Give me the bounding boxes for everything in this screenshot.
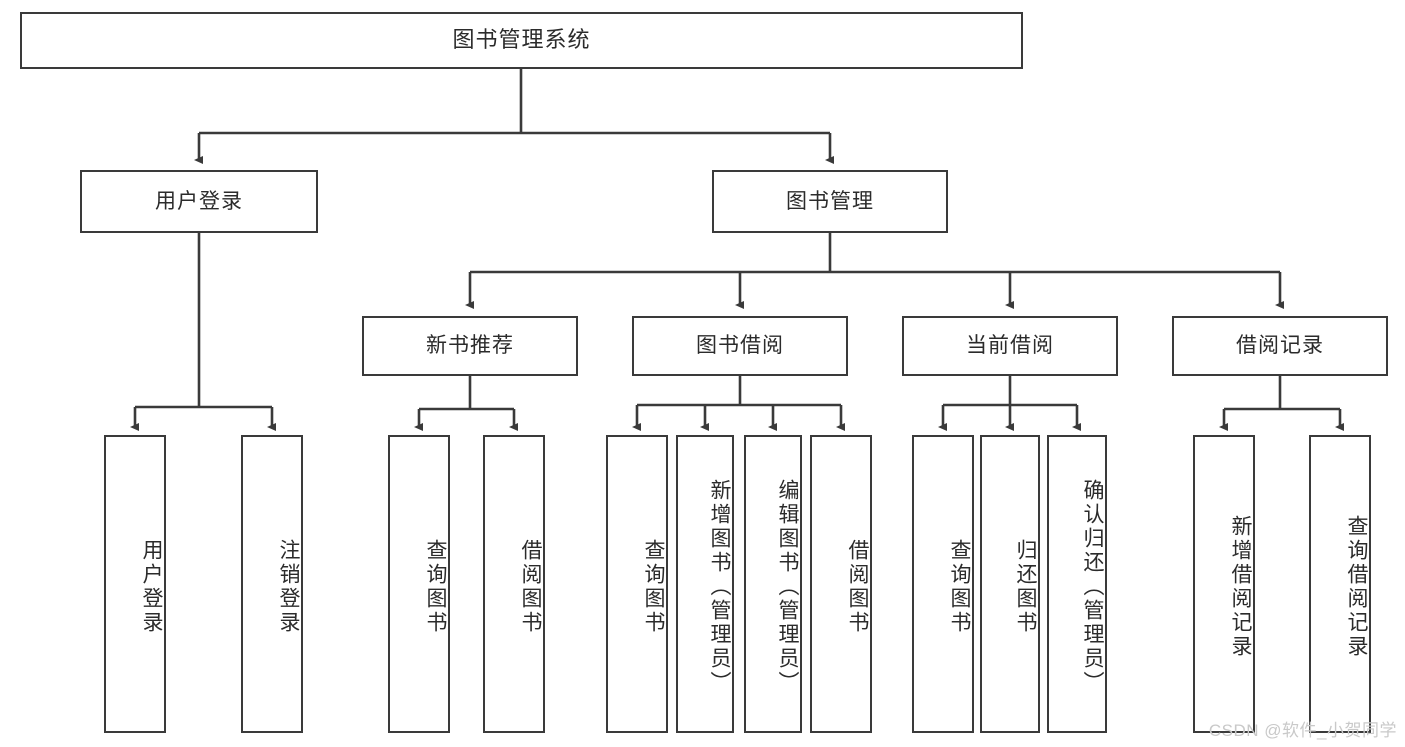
- node-root-system[interactable]: 图书管理系统: [20, 12, 1023, 69]
- node-new-book-recommend[interactable]: 新书推荐: [362, 316, 578, 376]
- leaf-borrow-edit-book-admin[interactable]: 编辑图书（管理员）: [744, 435, 802, 733]
- leaf-record-query-record[interactable]: 查询借阅记录: [1309, 435, 1371, 733]
- leaf-borrow-add-book-admin[interactable]: 新增图书（管理员）: [676, 435, 734, 733]
- leaf-recommend-query-book[interactable]: 查询图书: [388, 435, 450, 733]
- leaf-recommend-borrow-book[interactable]: 借阅图书: [483, 435, 545, 733]
- leaf-borrow-query-book[interactable]: 查询图书: [606, 435, 668, 733]
- node-current-borrow[interactable]: 当前借阅: [902, 316, 1118, 376]
- leaf-record-add-record[interactable]: 新增借阅记录: [1193, 435, 1255, 733]
- leaf-borrow-borrow-book[interactable]: 借阅图书: [810, 435, 872, 733]
- leaf-user-login-logout[interactable]: 注销登录: [241, 435, 303, 733]
- leaf-user-login-login[interactable]: 用户登录: [104, 435, 166, 733]
- node-borrow-record[interactable]: 借阅记录: [1172, 316, 1388, 376]
- leaf-current-return-book[interactable]: 归还图书: [980, 435, 1040, 733]
- node-book-borrow[interactable]: 图书借阅: [632, 316, 848, 376]
- leaf-current-query-book[interactable]: 查询图书: [912, 435, 974, 733]
- leaf-current-confirm-return-admin[interactable]: 确认归还（管理员）: [1047, 435, 1107, 733]
- node-book-management[interactable]: 图书管理: [712, 170, 948, 233]
- node-user-login[interactable]: 用户登录: [80, 170, 318, 233]
